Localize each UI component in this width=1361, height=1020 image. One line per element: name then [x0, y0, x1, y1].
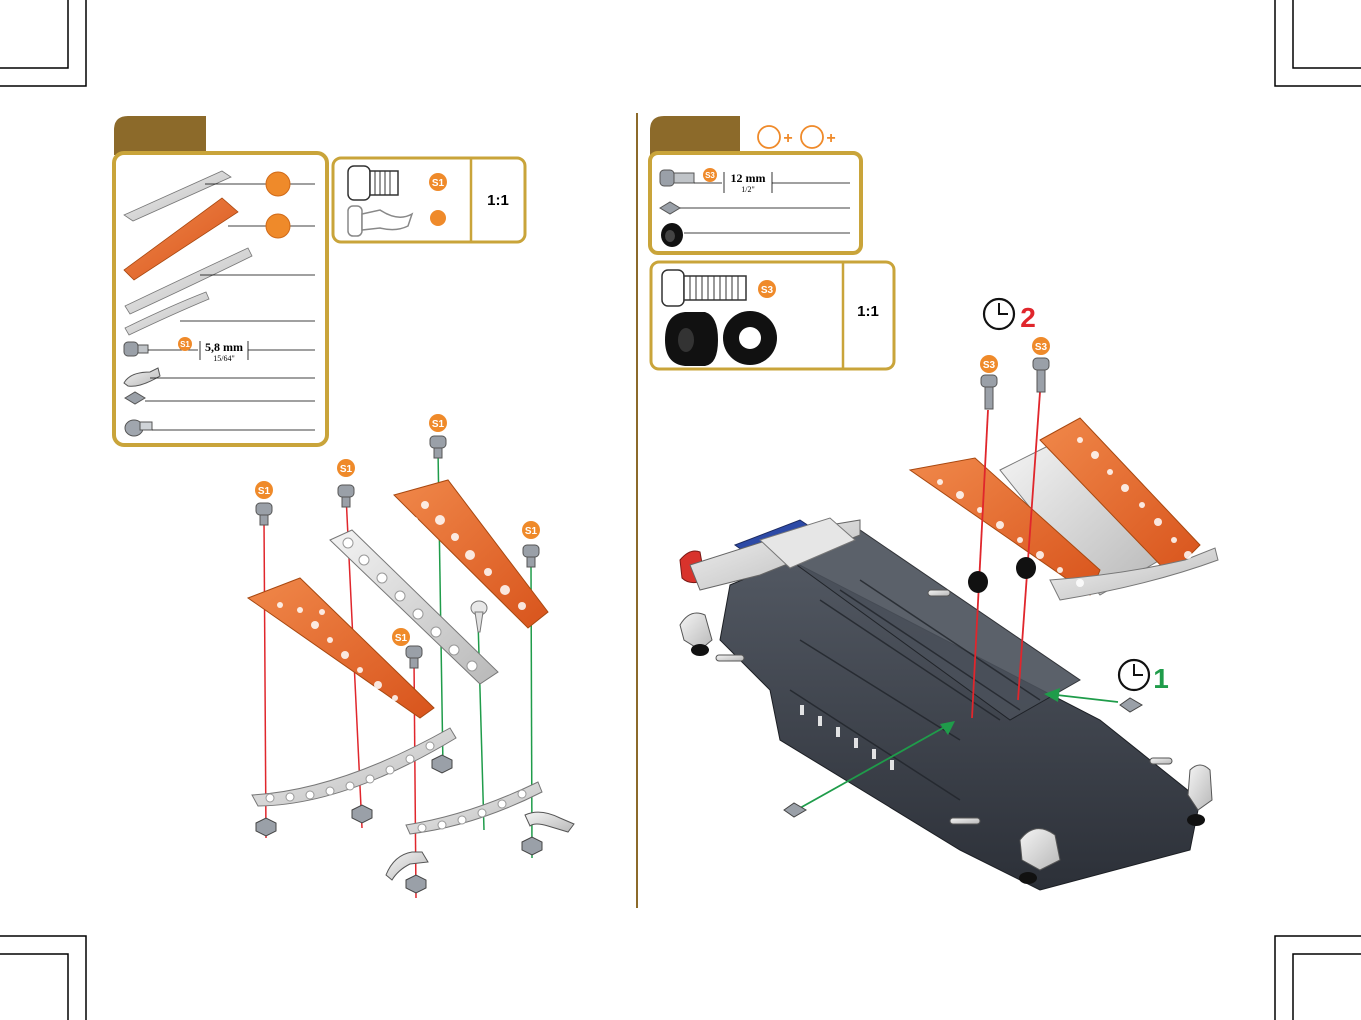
- screw-label: S3: [761, 285, 774, 296]
- crop-mark-bottom-left: [0, 936, 86, 1020]
- scale-panel-right: S3 1:1: [651, 262, 894, 369]
- measure-mm: 5,8 mm: [205, 340, 243, 354]
- crop-mark-top-right: [1275, 0, 1361, 86]
- measure-in: 1/2": [741, 185, 755, 194]
- qty-bubble-icon: [266, 214, 290, 238]
- step-2-indicator: 2: [984, 299, 1036, 333]
- screw-label: S3: [983, 360, 996, 371]
- screw-label: S1: [395, 633, 408, 644]
- parts-panel-left: S1 5,8 mm 15/64": [114, 153, 327, 445]
- assembly-right: S3 S3: [680, 337, 1218, 890]
- screw-label: S1: [432, 178, 445, 189]
- measure-mm: 12 mm: [731, 171, 766, 185]
- step-tab-left: [114, 116, 206, 155]
- step-number: 2: [1020, 302, 1036, 333]
- screw-label: S1: [432, 419, 445, 430]
- assembly-left: S1 S1 S1 S1 S1: [248, 414, 574, 898]
- qty-bubble-icon: [266, 172, 290, 196]
- plus-sign: +: [826, 130, 835, 147]
- screw-label: S1: [258, 486, 271, 497]
- measure-in: 15/64": [213, 354, 235, 363]
- screw-label: S1: [340, 464, 353, 475]
- screw-label: S1: [525, 526, 538, 537]
- screw-label: S1: [180, 340, 190, 349]
- crop-mark-bottom-right: [1275, 936, 1361, 1020]
- screw-label: S3: [1035, 342, 1048, 353]
- crop-mark-top-left: [0, 0, 86, 86]
- step-header-counter: + +: [758, 126, 836, 148]
- rivet-marker-icon: [430, 210, 446, 226]
- step-number: 1: [1153, 663, 1169, 694]
- plus-sign: +: [783, 130, 792, 147]
- step-1-indicator: 1: [1119, 660, 1169, 694]
- scale-label: 1:1: [857, 303, 879, 320]
- scale-panel-left: S1 1:1: [333, 158, 525, 242]
- scale-label: 1:1: [487, 192, 509, 209]
- step-tab-right: [650, 116, 740, 155]
- screw-label: S3: [705, 171, 715, 180]
- parts-panel-right: S3 12 mm 1/2": [650, 153, 861, 253]
